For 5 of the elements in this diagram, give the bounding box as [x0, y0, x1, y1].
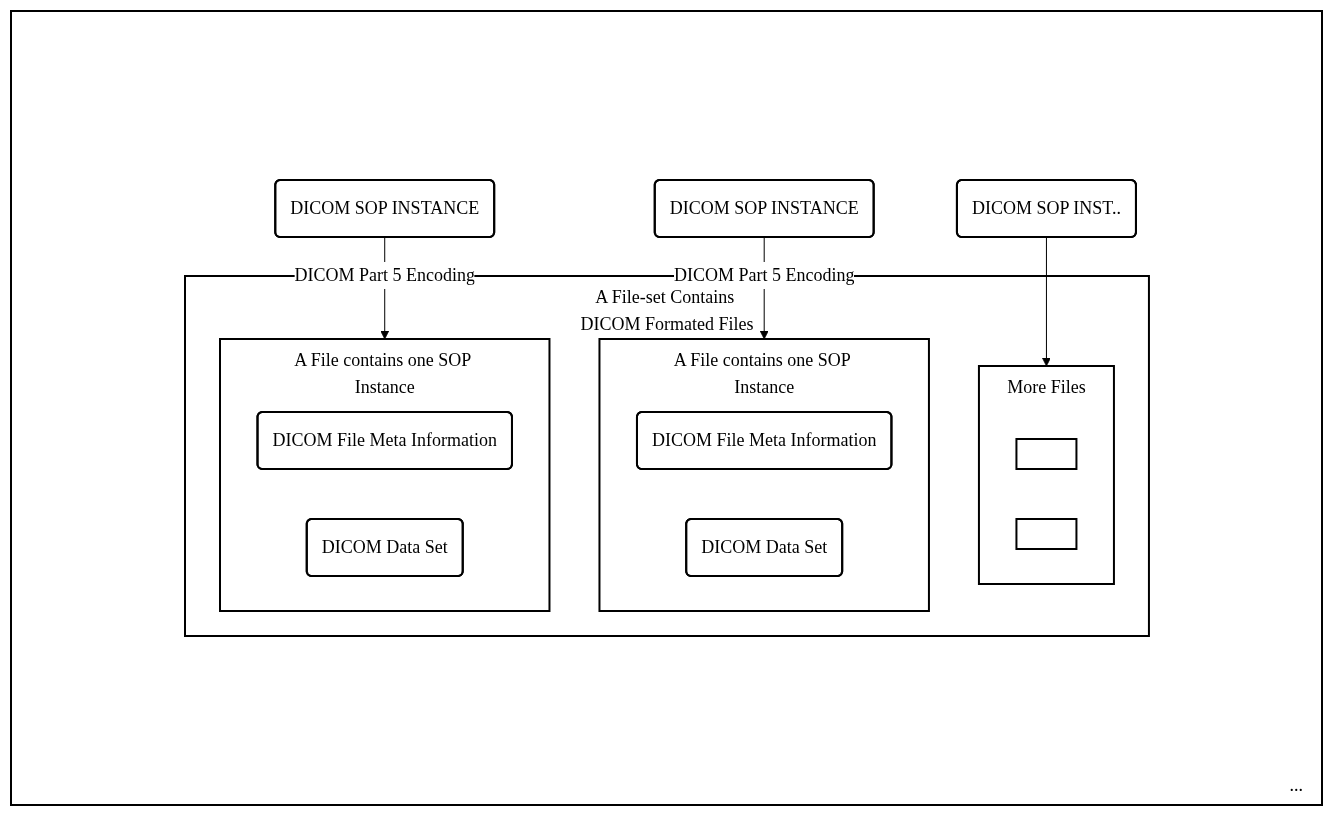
- node-box: [1014, 518, 1077, 550]
- arrow: [1041, 236, 1051, 367]
- node-box: [1014, 438, 1077, 470]
- ellipsis-note: ...: [1289, 775, 1303, 795]
- cluster: More Files: [977, 365, 1115, 585]
